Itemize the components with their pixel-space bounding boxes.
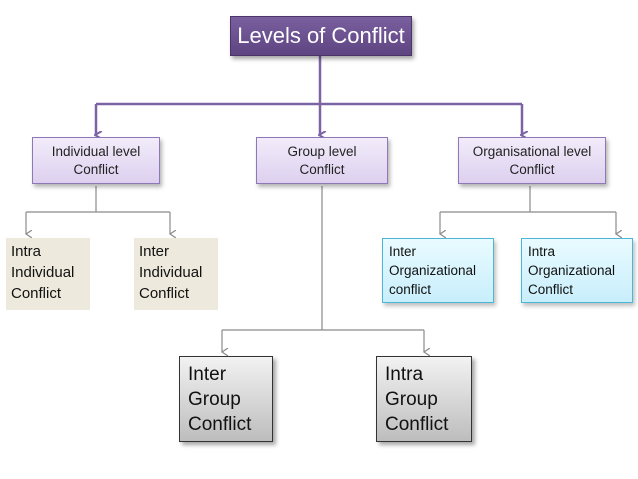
intra-individual-line1: Intra — [11, 243, 42, 260]
organisational-level-line1: Organisational level — [472, 143, 592, 159]
organisational-connectors — [440, 186, 616, 234]
node-inter-individual-conflict: Inter Individual Conflict — [134, 238, 218, 310]
inter-individual-line3: Conflict — [139, 285, 190, 302]
group-connectors — [222, 186, 424, 352]
individual-connectors — [26, 186, 170, 234]
intra-group-line1: Intra — [385, 364, 424, 385]
intra-individual-line3: Conflict — [11, 285, 62, 302]
node-inter-group-conflict: Inter Group Conflict — [179, 356, 273, 442]
inter-group-line1: Inter — [188, 364, 227, 385]
node-intra-group-conflict: Intra Group Conflict — [376, 356, 472, 442]
inter-organizational-line2: Organizational — [389, 263, 477, 278]
node-individual-level: Individual level Conflict — [32, 137, 160, 184]
inter-organizational-line1: Inter — [389, 244, 417, 259]
intra-organizational-line1: Intra — [528, 244, 556, 259]
root-node-levels-of-conflict: Levels of Conflict — [230, 16, 412, 56]
node-group-level: Group level Conflict — [256, 137, 388, 184]
group-level-line1: Group level — [287, 143, 357, 159]
organisational-level-line2: Conflict — [509, 161, 555, 177]
individual-level-line1: Individual level — [51, 143, 141, 159]
intra-organizational-line2: Organizational — [528, 263, 616, 278]
node-intra-individual-conflict: Intra Individual Conflict — [6, 238, 90, 310]
inter-group-line3: Conflict — [188, 414, 252, 435]
root-connectors — [96, 56, 522, 135]
intra-individual-line2: Individual — [11, 264, 75, 281]
root-title: Levels of Conflict — [237, 23, 405, 48]
intra-group-line3: Conflict — [385, 414, 449, 435]
node-organisational-level: Organisational level Conflict — [458, 137, 606, 184]
individual-level-line2: Conflict — [73, 161, 119, 177]
node-inter-organizational-conflict: Inter Organizational conflict — [382, 238, 494, 303]
intra-organizational-line3: Conflict — [528, 282, 574, 297]
inter-individual-line1: Inter — [139, 243, 170, 260]
inter-group-line2: Group — [188, 389, 241, 410]
node-intra-organizational-conflict: Intra Organizational Conflict — [521, 238, 633, 303]
inter-individual-line2: Individual — [139, 264, 203, 281]
intra-group-line2: Group — [385, 389, 438, 410]
inter-organizational-line3: conflict — [389, 282, 432, 297]
group-level-line2: Conflict — [299, 161, 345, 177]
